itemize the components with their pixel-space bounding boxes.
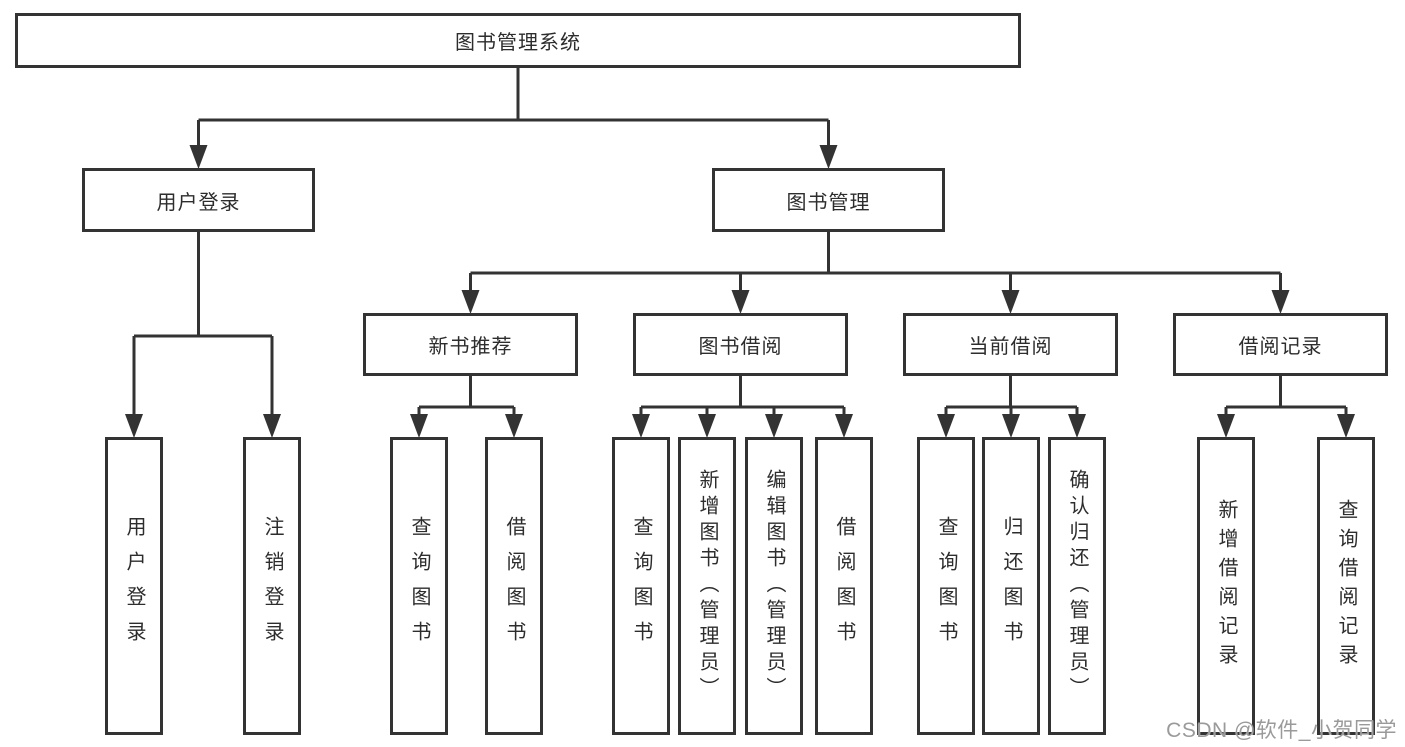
node-leaf-edit-book: 编辑图书（管理员） xyxy=(745,437,803,735)
node-label: 查询借阅记录 xyxy=(1335,499,1357,673)
arrowhead-icon xyxy=(937,414,955,438)
arrowhead-icon xyxy=(263,414,281,438)
arrowhead-icon xyxy=(1002,414,1020,438)
node-label: 新增图书（管理员） xyxy=(696,469,718,703)
arrowhead-icon xyxy=(410,414,428,438)
arrowhead-icon xyxy=(1337,414,1355,438)
node-leaf-user-login: 用户登录 xyxy=(105,437,163,735)
node-leaf-query-record: 查询借阅记录 xyxy=(1317,437,1375,735)
node-label: 确认归还（管理员） xyxy=(1066,469,1088,703)
arrowhead-icon xyxy=(731,290,750,314)
arrowhead-icon xyxy=(1001,290,1020,314)
arrowhead-icon xyxy=(632,414,650,438)
node-leaf-borrow-book-2: 借阅图书 xyxy=(815,437,873,735)
node-current-borrow: 当前借阅 xyxy=(903,313,1118,376)
node-label: 借阅图书 xyxy=(503,516,525,656)
node-leaf-add-record: 新增借阅记录 xyxy=(1197,437,1255,735)
node-leaf-query-book-1: 查询图书 xyxy=(390,437,448,735)
node-label: 借阅记录 xyxy=(1238,336,1323,358)
node-label: 新增借阅记录 xyxy=(1215,499,1237,673)
node-leaf-return-book: 归还图书 xyxy=(982,437,1040,735)
node-label: 图书管理 xyxy=(786,191,871,214)
node-label: 借阅图书 xyxy=(833,516,855,656)
arrowhead-icon xyxy=(1068,414,1086,438)
arrowhead-icon xyxy=(189,145,208,169)
node-label: 用户登录 xyxy=(156,191,241,214)
node-book-mgmt: 图书管理 xyxy=(712,168,945,232)
node-label: 图书管理系统 xyxy=(455,32,581,54)
arrowhead-icon xyxy=(698,414,716,438)
node-leaf-query-book-3: 查询图书 xyxy=(917,437,975,735)
node-label: 图书借阅 xyxy=(698,336,783,358)
arrowhead-icon xyxy=(819,145,838,169)
node-label: 查询图书 xyxy=(935,516,957,656)
arrowhead-icon xyxy=(505,414,523,438)
node-label: 查询图书 xyxy=(408,516,430,656)
node-borrow-records: 借阅记录 xyxy=(1173,313,1388,376)
node-label: 新书推荐 xyxy=(428,336,513,358)
node-label: 注销登录 xyxy=(261,516,283,656)
arrowhead-icon xyxy=(1271,290,1290,314)
watermark: CSDN @软件_小贺同学 xyxy=(1166,719,1397,742)
arrowhead-icon xyxy=(461,290,480,314)
node-label: 用户登录 xyxy=(123,516,145,656)
node-label: 编辑图书（管理员） xyxy=(763,469,785,703)
node-label: 当前借阅 xyxy=(968,336,1053,358)
arrowhead-icon xyxy=(765,414,783,438)
node-book-borrow: 图书借阅 xyxy=(633,313,848,376)
node-label: 归还图书 xyxy=(1000,516,1022,656)
node-leaf-add-book: 新增图书（管理员） xyxy=(678,437,736,735)
node-root: 图书管理系统 xyxy=(15,13,1021,68)
node-leaf-logout: 注销登录 xyxy=(243,437,301,735)
node-leaf-borrow-book-1: 借阅图书 xyxy=(485,437,543,735)
arrowhead-icon xyxy=(125,414,143,438)
node-leaf-query-book-2: 查询图书 xyxy=(612,437,670,735)
arrowhead-icon xyxy=(1217,414,1235,438)
arrowhead-icon xyxy=(835,414,853,438)
node-label: 查询图书 xyxy=(630,516,652,656)
node-leaf-confirm-return: 确认归还（管理员） xyxy=(1048,437,1106,735)
node-user-login: 用户登录 xyxy=(82,168,315,232)
node-new-books: 新书推荐 xyxy=(363,313,578,376)
